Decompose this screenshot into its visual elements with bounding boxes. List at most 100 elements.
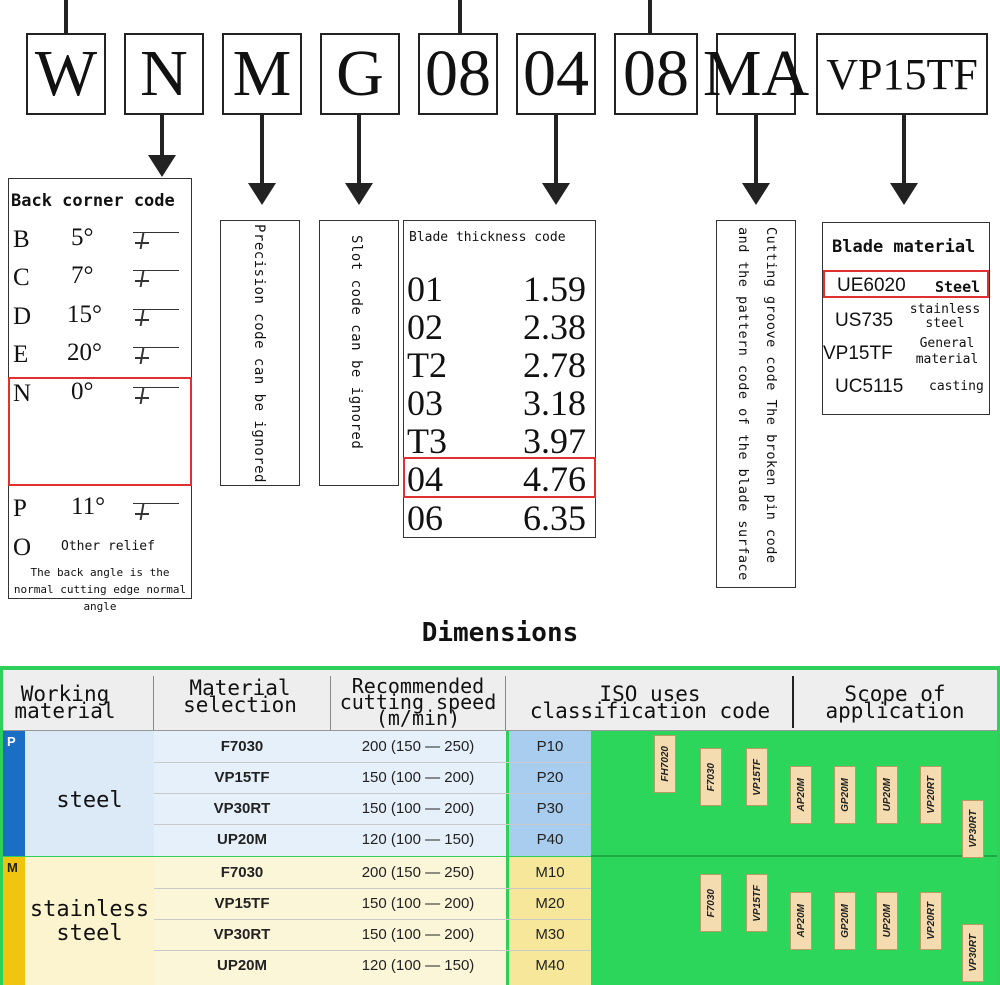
iso-cell: M30: [535, 926, 565, 943]
row-divider: [154, 919, 591, 920]
grade-tag: F7030: [700, 874, 722, 932]
group-m-name-cell: [25, 857, 154, 985]
material-use: General material: [915, 336, 979, 367]
material-use: Steel: [935, 278, 981, 296]
arrow-down-icon: [890, 183, 918, 205]
iso-cell: M40: [535, 957, 565, 974]
relief-angle: 11°: [71, 493, 106, 520]
group-p-name-cell: [25, 731, 154, 856]
relief-angle: 15°: [67, 301, 102, 328]
arrow-line: [554, 115, 558, 185]
thickness-code: 02: [407, 307, 443, 347]
thickness-code: 06: [407, 498, 443, 538]
arrow-line: [260, 115, 264, 185]
arrow-line: [902, 115, 906, 185]
back-corner-note: The back angle is the normal cutting edg…: [13, 566, 187, 613]
arrow-down-icon: [542, 183, 570, 205]
relief-code: E: [13, 341, 29, 368]
iso-cell: P10: [536, 738, 564, 755]
iso-cell: P40: [536, 831, 564, 848]
scope-divider: [591, 855, 997, 857]
connector-line: [648, 0, 652, 33]
groove-note: Cutting groove code The broken pin code …: [735, 227, 779, 581]
iso-cell: P20: [536, 769, 564, 786]
iso-cell: M10: [535, 864, 565, 881]
material-use: stainless steel: [909, 302, 981, 331]
grade-cell: UP20M: [216, 831, 268, 848]
arrow-line: [754, 115, 758, 185]
thickness-panel: Blade thickness code 01 1.59 02 2.38 T2 …: [403, 220, 596, 538]
groove-panel: Cutting groove code The broken pin code …: [716, 220, 796, 588]
code-box-groove: MA: [703, 33, 809, 115]
row-divider: [154, 824, 591, 825]
row-divider: [154, 950, 591, 951]
thickness-code: 01: [407, 269, 443, 309]
group-m-band: [3, 857, 25, 985]
relief-angle: 0°: [71, 378, 94, 405]
speed-cell: 200 (150 — 250): [361, 738, 475, 755]
selected-thickness-highlight: [403, 457, 596, 498]
relief-code: D: [13, 303, 32, 330]
thickness-value: 2.78: [523, 345, 586, 385]
group-p-letter: P: [7, 734, 16, 749]
relief-code: P: [13, 495, 27, 522]
grade-tag: GP20M: [834, 892, 856, 950]
material-grade: UE6020: [837, 275, 906, 296]
relief-angle: 20°: [67, 339, 102, 366]
iso-cell: M20: [535, 895, 565, 912]
speed-cell: 150 (100 — 200): [361, 895, 475, 912]
speed-cell: 200 (150 — 250): [361, 864, 475, 881]
material-use: casting: [929, 379, 984, 394]
back-corner-panel: Back corner code B 5° C 7° D 15° E 20° N…: [8, 178, 192, 613]
header-iso-code: ISO uses classification code: [529, 682, 771, 723]
header-divider: [505, 676, 506, 730]
thickness-value: 6.35: [523, 498, 586, 538]
relief-angle: Other relief: [61, 539, 155, 554]
precision-note: Precision code can be ignored: [251, 224, 267, 483]
group-m-name: stainless steel: [29, 897, 150, 946]
insert-profile-icon: [133, 270, 179, 289]
group-m-iso-cell: [509, 857, 591, 985]
grade-tag: F7030: [700, 748, 722, 806]
slot-panel: Slot code can be ignored: [319, 220, 399, 486]
material-title: Blade material: [832, 237, 976, 257]
insert-profile-icon: [133, 387, 179, 406]
grade-cell: VP30RT: [213, 926, 271, 943]
header-divider: [153, 676, 154, 730]
thickness-value: 3.18: [523, 383, 586, 423]
header-material-selection: Material selection: [183, 676, 297, 717]
grade-tag: UP20M: [876, 766, 898, 824]
speed-cell: 120 (100 — 150): [361, 957, 475, 974]
grade-cell: VP30RT: [213, 800, 271, 817]
selected-material-highlight: [823, 270, 989, 298]
iso-cell: P30: [536, 800, 564, 817]
connector-line: [64, 0, 68, 33]
grade-tag: FH7020: [654, 735, 676, 793]
grade-tag: VP20RT: [920, 766, 942, 824]
insert-profile-icon: [133, 503, 179, 522]
thickness-value: 3.97: [523, 421, 586, 461]
relief-code: N: [13, 380, 32, 407]
thickness-code: 04: [407, 459, 443, 499]
grade-tag: GP20M: [834, 766, 856, 824]
relief-code: C: [13, 264, 30, 291]
row-divider: [154, 762, 591, 763]
material-grade: US735: [835, 310, 894, 331]
arrow-line: [357, 115, 361, 185]
insert-profile-icon: [133, 232, 179, 251]
code-box-slot: G: [320, 33, 400, 115]
material-grade: UC5115: [835, 376, 904, 397]
code-box-size: 08: [418, 33, 498, 115]
precision-panel: Precision code can be ignored: [220, 220, 300, 486]
group-m-letter: M: [7, 860, 18, 875]
grade-cell: VP15TF: [214, 895, 270, 912]
group-p-band: [3, 731, 25, 856]
thickness-code: 03: [407, 383, 443, 423]
grade-tag: VP15TF: [746, 874, 768, 932]
insert-profile-icon: [133, 347, 179, 366]
grade-tag: VP15TF: [746, 748, 768, 806]
speed-cell: 150 (100 — 200): [361, 926, 475, 943]
speed-cell: 150 (100 — 200): [361, 769, 475, 786]
header-working-material: Working material: [14, 682, 116, 723]
thickness-title: Blade thickness code: [409, 230, 566, 245]
